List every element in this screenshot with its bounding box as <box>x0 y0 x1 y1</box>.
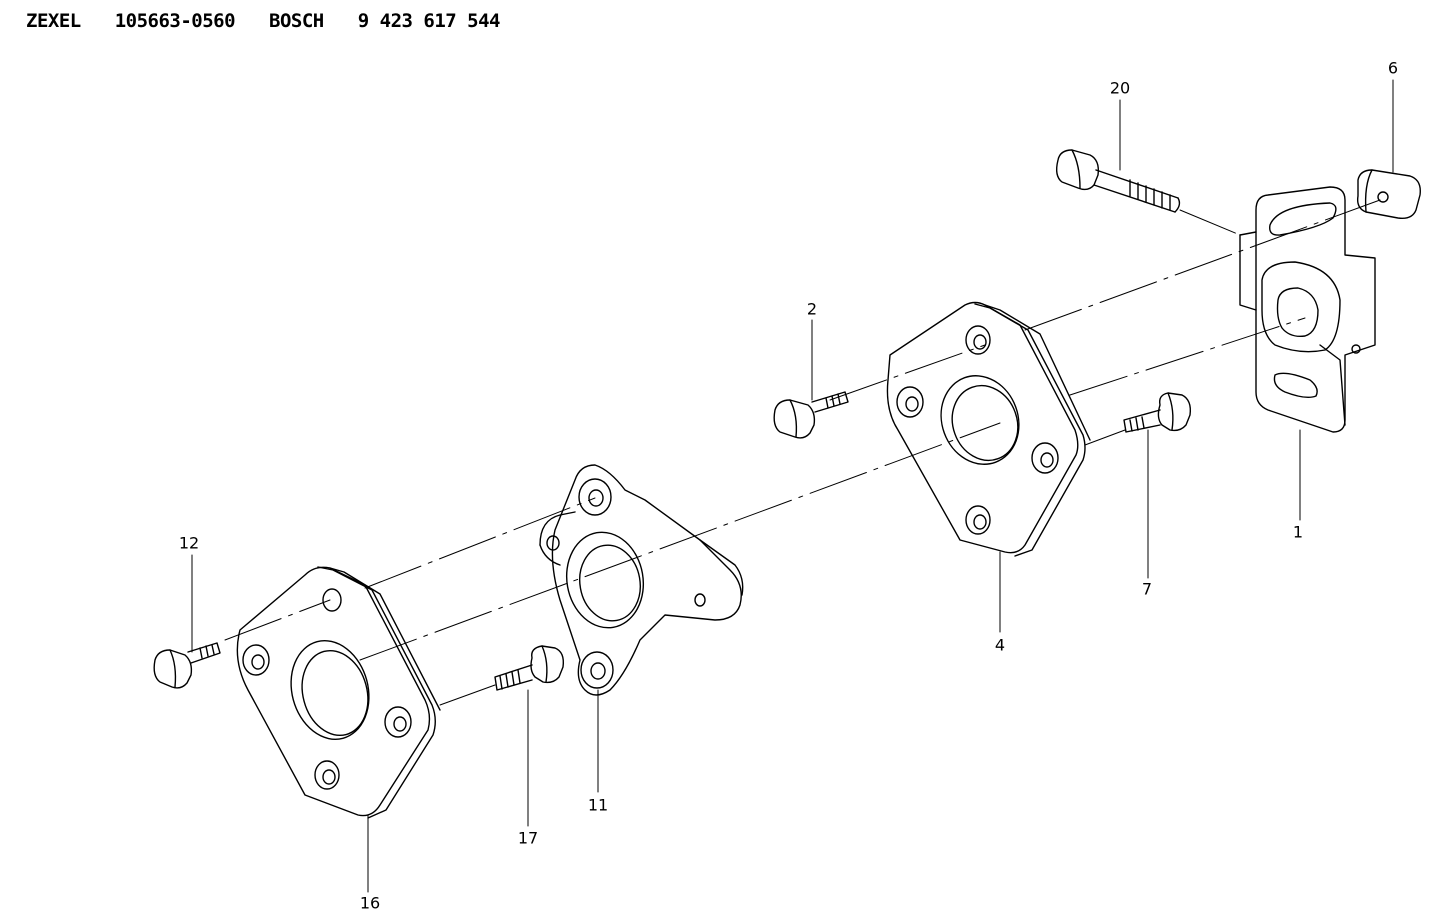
callout-20: 20 <box>1109 78 1131 98</box>
callout-6: 6 <box>1387 58 1399 78</box>
callout-7: 7 <box>1141 579 1153 599</box>
part-2-bolt <box>773 391 849 439</box>
part-4-flange <box>886 301 1091 557</box>
part-11-coupling <box>539 464 744 696</box>
brand-bosch: BOSCH <box>269 10 324 32</box>
brand-zexel: ZEXEL <box>26 10 81 32</box>
leader-lines <box>191 79 1394 893</box>
part-17-bolt <box>494 645 565 691</box>
part-6-nut <box>1356 169 1421 220</box>
part-20-long-bolt <box>1055 149 1181 213</box>
drawing-header: ZEXEL 105663-0560 BOSCH 9 423 617 544 <box>26 10 500 42</box>
callout-2: 2 <box>806 299 818 319</box>
part-number-bosch: 9 423 617 544 <box>357 10 501 32</box>
callout-17: 17 <box>517 828 539 848</box>
callout-4: 4 <box>994 635 1006 655</box>
callout-12: 12 <box>178 533 200 553</box>
callout-11: 11 <box>587 795 609 815</box>
part-12-bolt <box>153 642 221 689</box>
callout-16: 16 <box>359 893 381 913</box>
part-number-zexel: 105663-0560 <box>114 10 236 32</box>
part-1-bracket <box>1239 186 1376 433</box>
part-7-bolt <box>1123 392 1192 433</box>
callout-1: 1 <box>1292 522 1304 542</box>
part-16-flange <box>236 566 441 819</box>
